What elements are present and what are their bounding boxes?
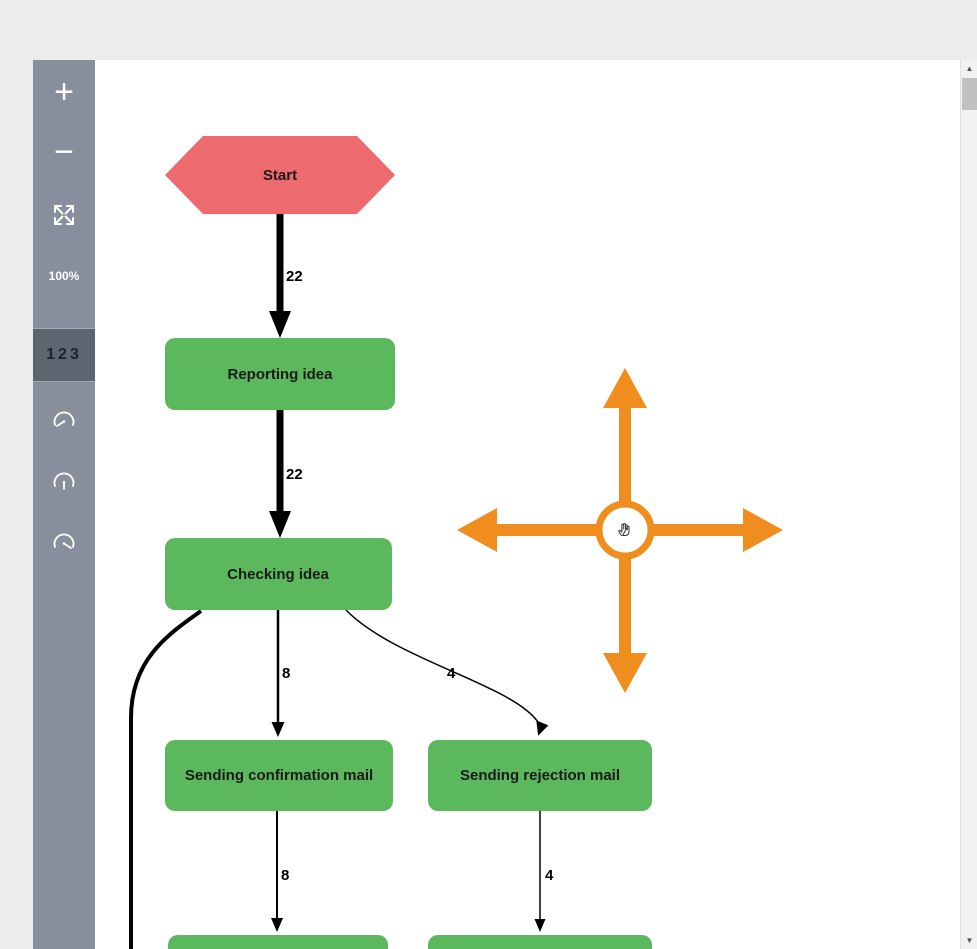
edge-label: 8: [282, 665, 290, 682]
node-checking-idea[interactable]: Checking idea: [165, 538, 392, 610]
edge-start-reporting: 22: [269, 210, 303, 338]
performance-median-button[interactable]: [33, 461, 95, 501]
node-sending-rejection-mail[interactable]: Sending rejection mail: [428, 740, 652, 811]
edge-label: 8: [281, 867, 289, 884]
node-sending-confirmation-mail[interactable]: Sending confirmation mail: [165, 740, 393, 811]
frequency-view-button[interactable]: 123: [33, 328, 95, 382]
edge-rejection-below: 4: [534, 811, 554, 932]
edge-label: 22: [286, 268, 303, 285]
edge-confirmation-below: 8: [271, 811, 289, 932]
node-label: Start: [263, 167, 297, 184]
pan-control[interactable]: [457, 368, 783, 693]
node-reporting-idea[interactable]: Reporting idea: [165, 338, 395, 410]
pan-left-arrow[interactable]: [457, 508, 497, 552]
pan-center-handle[interactable]: [595, 500, 655, 560]
performance-high-button[interactable]: [33, 522, 95, 562]
scroll-up-button[interactable]: ▲: [965, 64, 974, 73]
grab-hand-cursor: [618, 523, 630, 537]
node-label: Sending rejection mail: [460, 767, 620, 784]
node-label: Sending confirmation mail: [185, 767, 373, 784]
pan-right-arrow[interactable]: [743, 508, 783, 552]
zoom-in-button[interactable]: +: [54, 72, 74, 111]
edge-reporting-checking: 22: [269, 408, 303, 538]
scroll-down-button[interactable]: ▼: [965, 936, 974, 945]
fit-screen-icon: [54, 205, 74, 225]
edge-checking-rejection: 4: [345, 609, 549, 736]
node-label: Checking idea: [227, 566, 329, 583]
node-label: Reporting idea: [227, 366, 333, 383]
flow-canvas[interactable]: 22 22 8 4: [95, 60, 960, 949]
gauge-center-icon: [53, 472, 75, 490]
process-flowchart: 22 22 8 4: [129, 136, 783, 949]
scrollbar-thumb[interactable]: [962, 78, 977, 110]
vertical-scrollbar[interactable]: ▲ ▼: [960, 60, 977, 949]
node-start[interactable]: Start: [165, 136, 395, 214]
gauge-right-icon: [53, 533, 75, 549]
zoom-level-label: 100%: [48, 269, 80, 283]
performance-low-button[interactable]: [33, 400, 95, 440]
edge-label: 4: [545, 867, 554, 884]
pan-up-arrow[interactable]: [603, 368, 647, 408]
node-partial-left[interactable]: [168, 935, 388, 949]
node-partial-right[interactable]: [428, 935, 652, 949]
edge-checking-confirmation: 8: [271, 610, 290, 737]
fit-screen-button[interactable]: [33, 195, 95, 235]
edge-label: 22: [286, 466, 303, 483]
edge-label: 4: [447, 665, 456, 682]
edge-checking-belowleft: [129, 609, 203, 949]
pan-down-arrow[interactable]: [603, 653, 647, 693]
gauge-left-icon: [53, 411, 75, 427]
zoom-out-button[interactable]: −: [54, 132, 74, 171]
zoom-toolbar: + − 100% 123: [33, 60, 95, 949]
